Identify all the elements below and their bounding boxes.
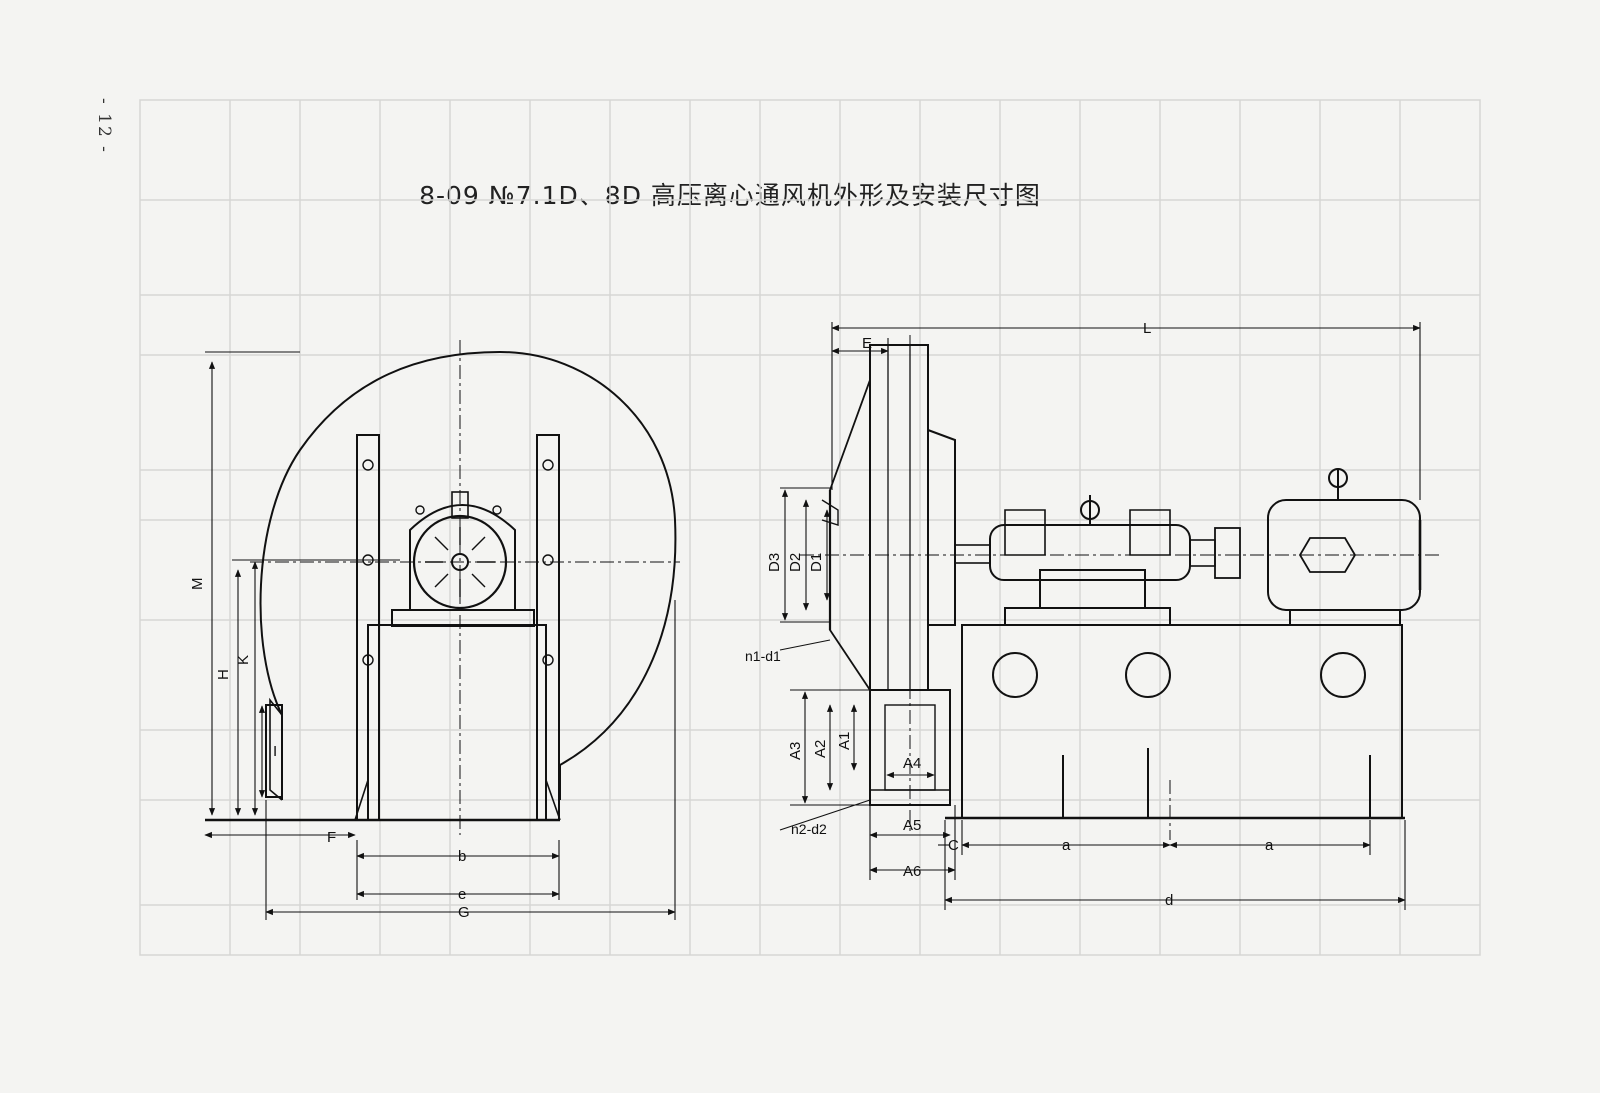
drawing-title: 8-09 №7.1D、8D 高压离心通风机外形及安装尺寸图 [419,181,1041,210]
front-view [204,340,680,920]
side-view-labels: L E D3 D2 D1 n1-d1 A3 A2 A1 A4 n2-d2 A5 … [745,320,1274,909]
label-A2: A2 [812,740,829,758]
label-D2: D2 [787,553,804,572]
page-number: - 12 - [94,98,114,154]
fan-casing-outline [259,350,677,800]
label-H: H [215,669,232,680]
label-A4: A4 [903,755,921,772]
side-view [779,322,1440,910]
label-A3: A3 [787,742,804,760]
label-A6: A6 [903,863,921,880]
label-D1: D1 [808,553,825,572]
label-F: F [327,829,336,846]
outlet-flange [265,704,283,798]
label-E: E [862,335,872,352]
label-n2-d2: n2-d2 [791,821,827,837]
coupling [1214,527,1241,579]
label-I: I [273,743,277,760]
label-M: M [189,578,206,591]
inlet-cone [829,379,871,693]
label-n1-d1: n1-d1 [745,648,781,664]
label-e: e [458,886,466,903]
label-a-right: a [1265,837,1274,854]
label-a-left: a [1062,837,1071,854]
label-A5: A5 [903,817,921,834]
base-table [961,624,1403,819]
label-d: d [1165,892,1173,909]
front-view-labels: M H K I F b e G [189,578,470,922]
label-D3: D3 [766,553,783,572]
label-L: L [1143,320,1151,337]
label-G: G [458,904,470,921]
label-A1: A1 [836,732,853,750]
label-b: b [458,848,466,865]
left-bracket-post [356,434,380,821]
right-bracket-post [536,434,560,821]
label-C: C [948,837,959,854]
base-frame [367,624,547,821]
motor [1267,468,1422,626]
label-K: K [235,655,252,665]
